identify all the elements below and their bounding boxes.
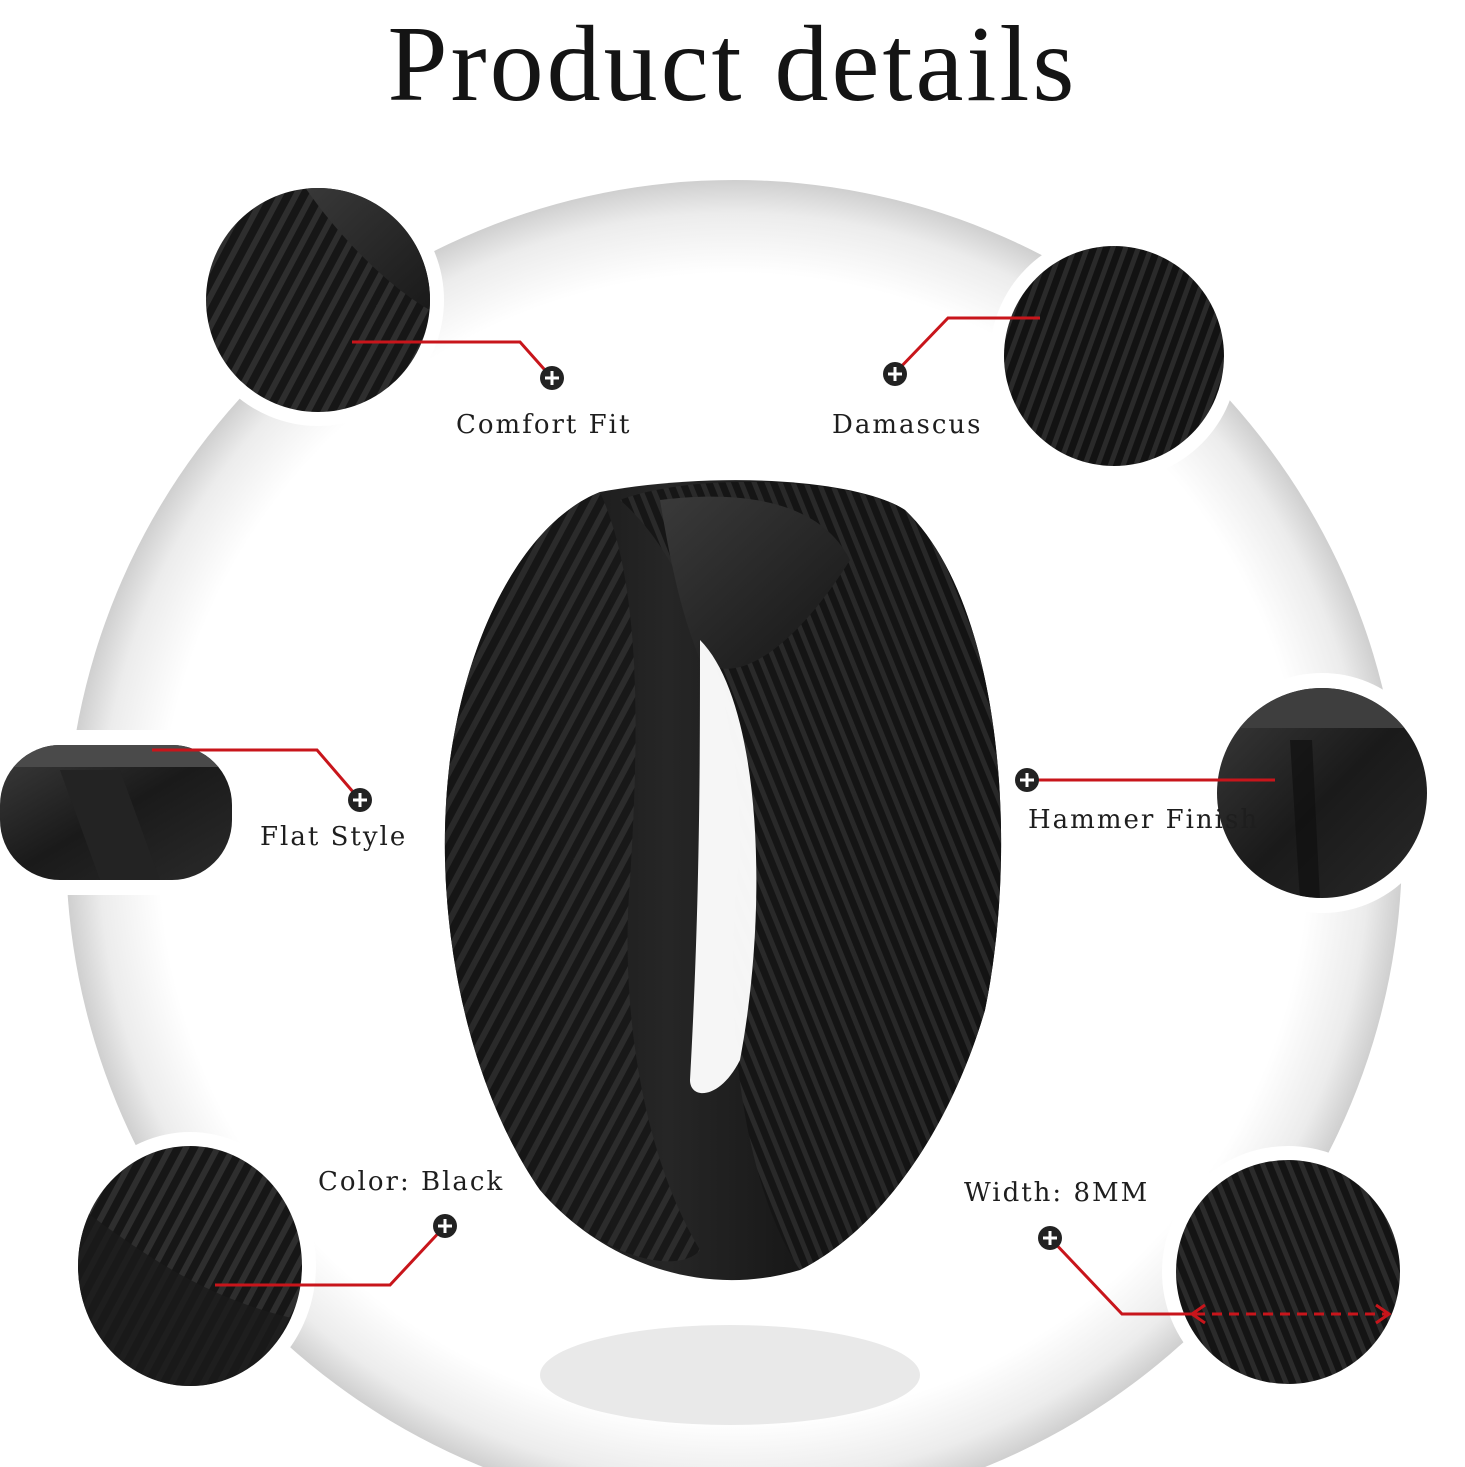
callout-line-color <box>215 1224 447 1287</box>
plus-marker-color[interactable] <box>433 1214 457 1238</box>
label-flat-style: Flat Style <box>260 822 408 852</box>
detail-circle-hammer-finish <box>1202 673 1442 913</box>
plus-marker-comfort-fit[interactable] <box>540 366 564 390</box>
label-damascus: Damascus <box>832 410 983 440</box>
callout-line-flat-style <box>152 748 362 801</box>
ring-opening <box>690 640 757 1094</box>
detail-circle-flat-style <box>0 730 250 895</box>
plus-marker-flat-style[interactable] <box>348 788 372 812</box>
plus-marker-width[interactable] <box>1038 1226 1062 1250</box>
detail-circle-comfort-fit <box>192 174 444 426</box>
callout-line-width <box>1048 1236 1195 1316</box>
label-hammer-finish: Hammer Finish <box>1028 805 1260 835</box>
callout-line-damascus <box>893 316 1040 375</box>
ring-inner-surface <box>660 496 850 669</box>
label-width: Width: 8MM <box>964 1178 1150 1208</box>
width-measure-arrow <box>1189 1303 1392 1325</box>
plus-marker-damascus[interactable] <box>883 362 907 386</box>
plus-marker-hammer-finish[interactable] <box>1015 768 1039 792</box>
detail-circle-width <box>1162 1146 1414 1398</box>
detail-circle-damascus <box>990 232 1238 480</box>
callout-line-comfort-fit <box>352 340 554 379</box>
ring-main <box>444 480 1002 1425</box>
label-color: Color: Black <box>318 1167 505 1197</box>
label-comfort-fit: Comfort Fit <box>456 410 632 440</box>
ring-reflection <box>540 1325 920 1425</box>
page-title: Product details <box>387 5 1078 124</box>
detail-circle-color <box>64 1132 316 1400</box>
